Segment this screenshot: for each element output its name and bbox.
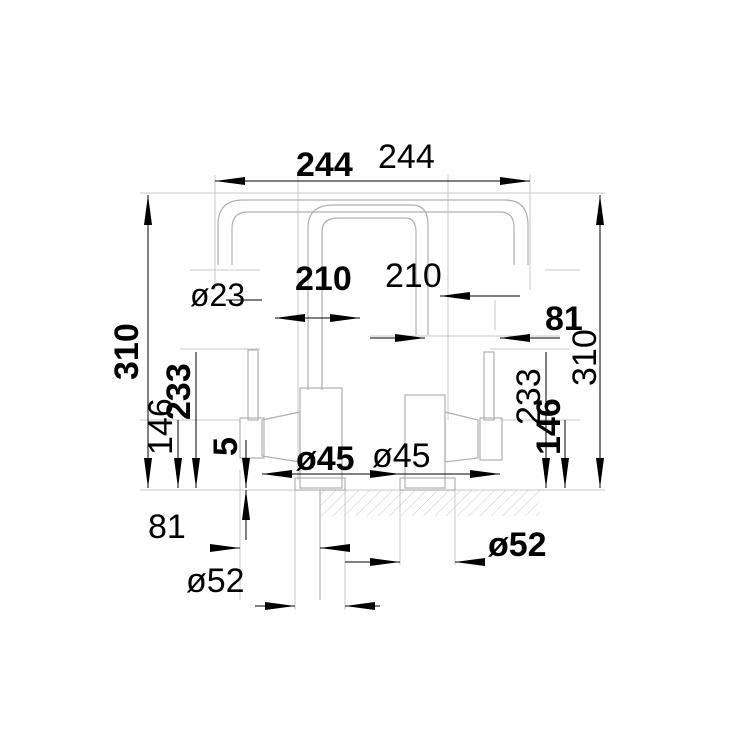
lever-height-label-bold: 233 [160,363,198,420]
tap-outline-back [217,199,529,390]
height-label: 310 [566,329,604,386]
spout-offset-label-bold: 81 [545,300,583,338]
width-label: 244 [378,138,435,176]
height-label-bold: 310 [108,323,146,380]
base-thickness-label: 5 [207,437,245,456]
spout-reach-label-bold: 210 [295,260,352,298]
spout-reach-label: 210 [385,257,442,295]
outlet-height-label-bold: 146 [530,398,568,455]
tap-body [239,349,503,600]
body-diameter-label-bold: ø45 [296,440,355,478]
body-diameter-label: ø45 [372,437,431,475]
outlet-height-label: 146 [142,398,180,455]
countertop-hatch [320,490,540,516]
spout-diameter-label: ø23 [190,277,245,313]
spout-offset-label: 81 [148,508,186,546]
dimension-lines [144,177,604,610]
lever-height-label: 233 [510,368,548,425]
base-diameter-label-bold: ø52 [488,526,547,564]
base-diameter-label: ø52 [186,562,245,600]
width-label-bold: 244 [296,146,353,184]
